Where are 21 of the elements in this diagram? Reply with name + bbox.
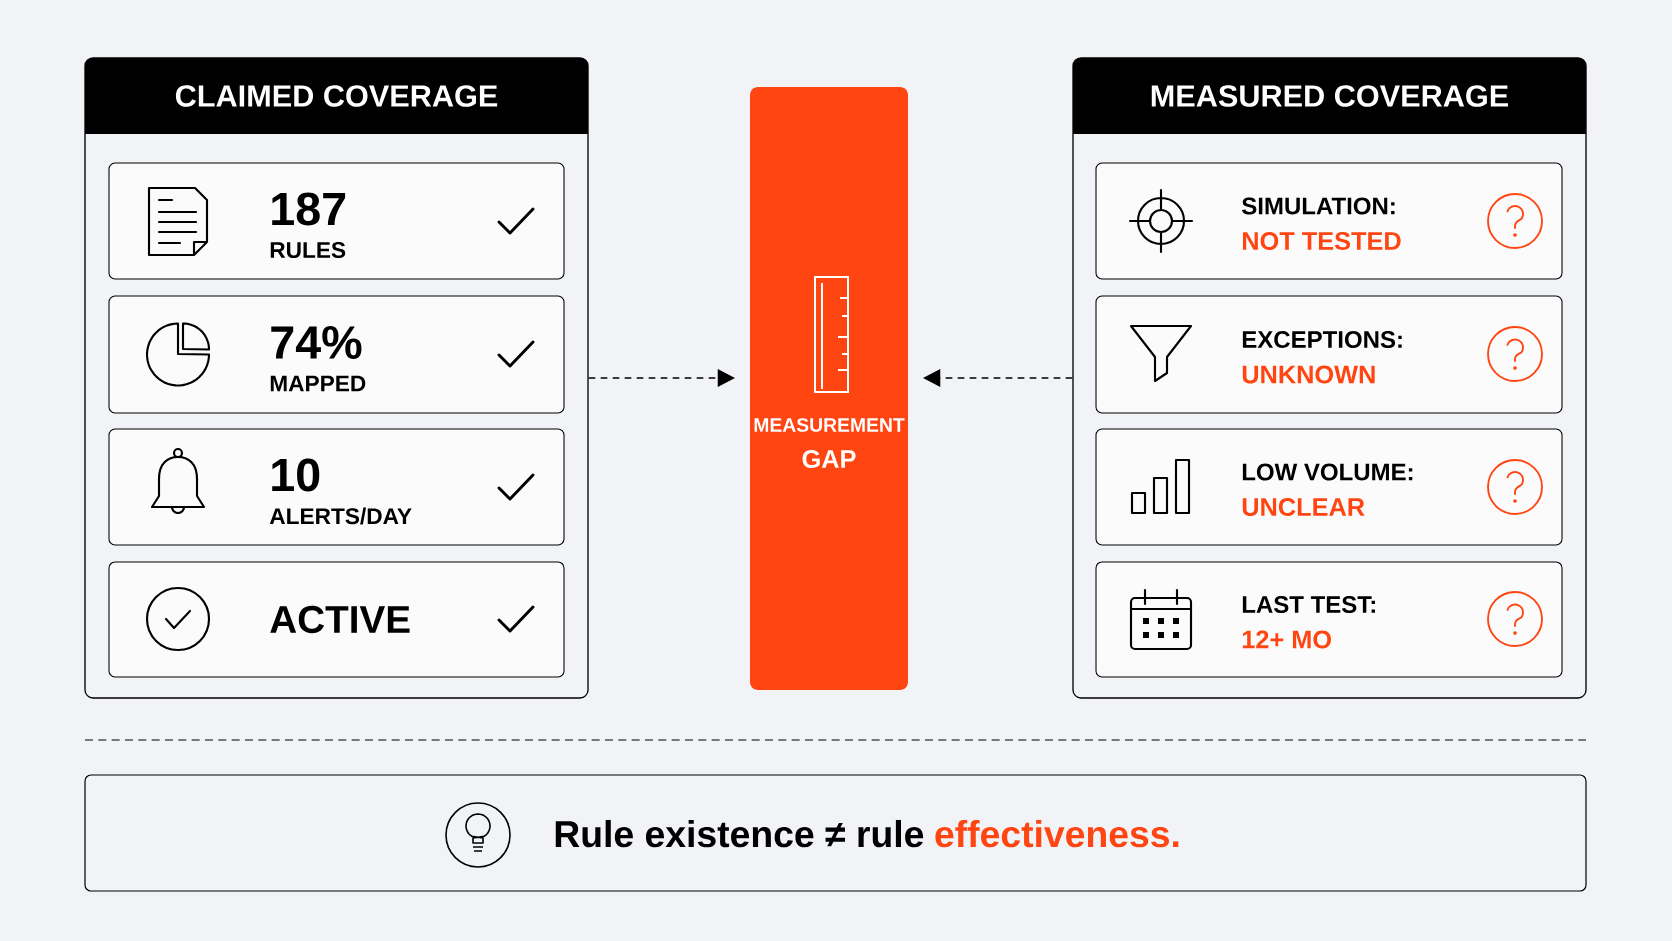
- status-value: UNCLEAR: [1242, 498, 1365, 516]
- gap-label: MEASUREMENT: [754, 418, 905, 432]
- panel-header: CLAIMED COVERAGE: [85, 58, 588, 134]
- stat-label: RULES: [270, 241, 346, 259]
- stat-value: 10: [272, 458, 320, 492]
- status-value: 12+ MO: [1242, 630, 1331, 649]
- stat-label: MAPPED: [270, 375, 366, 392]
- panel-header: MEASURED COVERAGE: [1073, 58, 1586, 134]
- status-value: NOT TESTED: [1242, 232, 1401, 250]
- stat-value: ACTIVE: [270, 605, 410, 634]
- status-label: LOW VOLUME:: [1242, 463, 1413, 481]
- stat-value: 187: [272, 192, 346, 226]
- status-label: SIMULATION:: [1241, 197, 1395, 215]
- stat-value: 74%: [271, 326, 362, 359]
- status-label: EXCEPTIONS:: [1242, 331, 1402, 348]
- status-value: UNKNOWN: [1242, 365, 1375, 384]
- gap-label: GAP: [802, 450, 856, 468]
- stat-label: ALERTS/DAY: [269, 507, 412, 525]
- status-label: LAST TEST:: [1242, 596, 1375, 613]
- summary-highlight: effectiveness.: [935, 819, 1179, 848]
- summary-text: Rule existence ≠ rule: [555, 819, 924, 848]
